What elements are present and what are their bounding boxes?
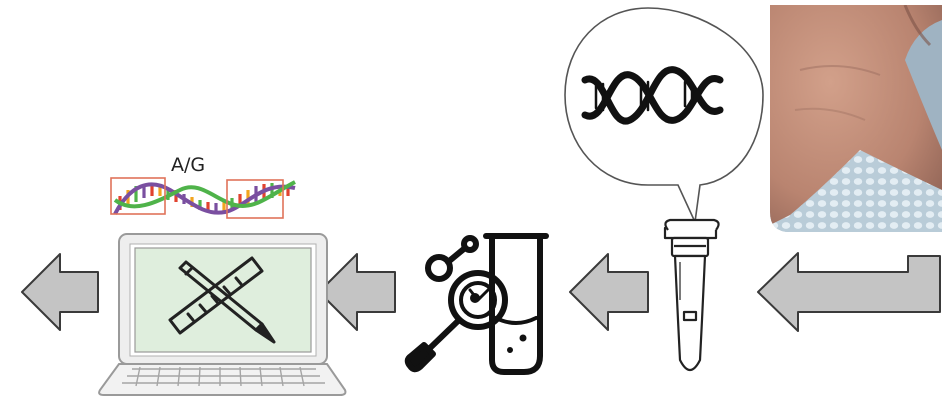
dna-speech-bubble xyxy=(564,7,764,225)
snp-label: A/G xyxy=(171,154,206,176)
sample-photo xyxy=(770,5,942,232)
arrow-to-computer xyxy=(318,253,396,331)
ruler-pencil-icon xyxy=(168,256,276,344)
dna-helix-icon xyxy=(581,66,724,125)
microtube-icon xyxy=(663,218,720,372)
arrow-to-analysis xyxy=(569,253,649,331)
arrow-from-sample xyxy=(757,252,941,332)
arrow-to-output xyxy=(21,253,99,331)
laptop-icon xyxy=(98,233,347,396)
magnifier-test-tube-icon xyxy=(404,233,549,375)
dna-strand-icon xyxy=(110,177,296,219)
